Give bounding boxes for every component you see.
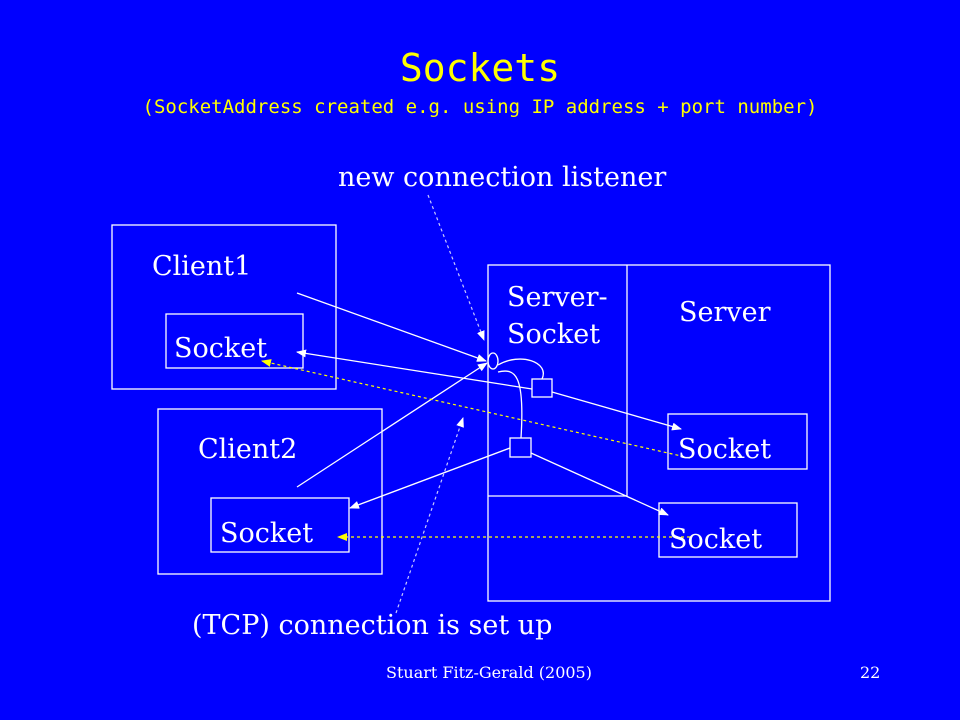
server-socket-b-label: Socket xyxy=(669,524,763,555)
listener-link-lower xyxy=(497,370,523,439)
footer-author: Stuart Fitz-Gerald (2005) xyxy=(386,663,592,682)
server-to-socket-b-arrow xyxy=(530,452,669,516)
server-socket-a-label: Socket xyxy=(678,434,772,465)
listener-port xyxy=(487,352,499,370)
listener-link-upper xyxy=(497,358,544,380)
page-number: 22 xyxy=(860,663,881,682)
slide-title: Sockets xyxy=(399,46,561,90)
connection-client1-dashed xyxy=(261,359,691,459)
listener-callout-line xyxy=(427,194,485,341)
client2-socket-box xyxy=(210,497,350,553)
port-square-upper xyxy=(531,378,553,398)
server-to-client2-arrow xyxy=(349,447,511,509)
server-socket-a-box xyxy=(667,413,808,470)
client2-socket-label: Socket xyxy=(220,518,314,549)
client2-request-arrow xyxy=(296,362,488,488)
client1-socket-box xyxy=(165,313,304,369)
server-to-socket-a-arrow xyxy=(551,391,682,431)
listener-label: new connection listener xyxy=(338,162,667,193)
server-box xyxy=(487,264,831,602)
client1-socket-label: Socket xyxy=(174,333,268,364)
server-to-client1-arrow xyxy=(296,349,533,390)
client2-box xyxy=(157,408,383,575)
client2-label: Client2 xyxy=(198,434,298,465)
client1-label: Client1 xyxy=(152,251,252,282)
server-socket-b-box xyxy=(658,502,798,558)
connection-label: (TCP) connection is set up xyxy=(192,610,553,641)
connection-callout-line xyxy=(395,417,464,614)
server-socket-label-line2: Socket xyxy=(507,319,601,350)
port-square-lower xyxy=(509,437,532,458)
server-socket-label-line1: Server- xyxy=(507,282,608,313)
slide-subtitle: (SocketAddress created e.g. using IP add… xyxy=(142,96,818,118)
client1-request-arrow xyxy=(296,292,487,362)
server-label: Server xyxy=(679,297,771,328)
